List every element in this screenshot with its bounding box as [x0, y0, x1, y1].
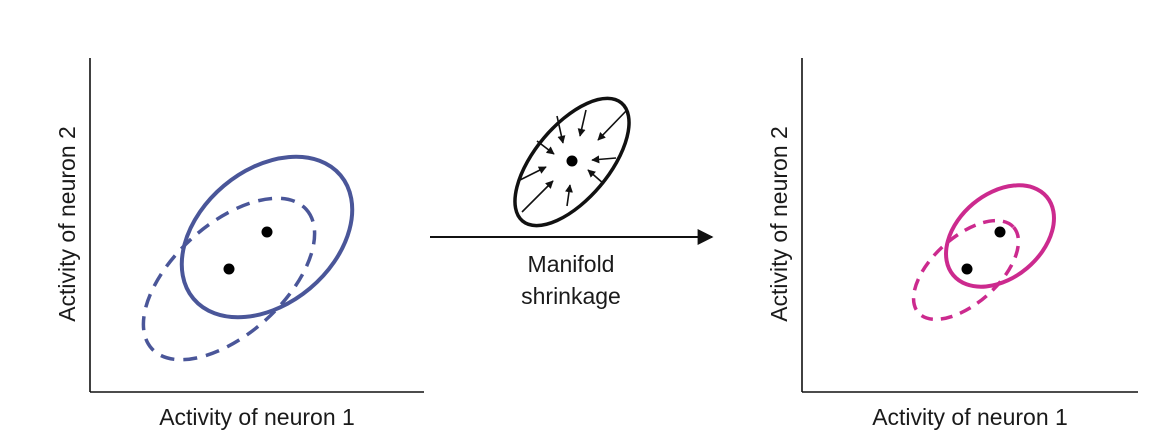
- left-axes: [89, 58, 424, 393]
- left-dashed-manifold: [141, 196, 317, 362]
- shrinkage-ellipse: [513, 96, 631, 228]
- right-panel: Activity of neuron 1 Activity of neuron …: [766, 58, 1138, 430]
- left-center-point-solid: [261, 226, 273, 238]
- shrinkage-center-point: [566, 155, 578, 167]
- inward-arrow: [577, 109, 587, 137]
- right-dashed-manifold: [911, 218, 1021, 322]
- inward-arrow: [565, 184, 573, 207]
- left-panel: Activity of neuron 1 Activity of neuron …: [54, 58, 424, 430]
- inward-arrow: [597, 109, 628, 141]
- inward-arrow: [587, 169, 605, 185]
- inward-arrow: [536, 140, 555, 155]
- right-center-point-dashed: [961, 263, 973, 275]
- transform-label-line2: shrinkage: [521, 283, 621, 309]
- transform-schematic: Manifold shrinkage: [430, 96, 714, 309]
- inward-arrow: [519, 166, 547, 181]
- inward-arrow: [521, 180, 554, 213]
- left-center-point-dashed: [223, 263, 235, 275]
- left-x-axis-title: Activity of neuron 1: [159, 404, 355, 430]
- left-y-axis-title: Activity of neuron 2: [54, 126, 80, 322]
- right-axes: [801, 58, 1138, 393]
- right-y-axis-title: Activity of neuron 2: [766, 126, 792, 322]
- right-solid-manifold: [944, 183, 1056, 289]
- right-center-point-solid: [994, 226, 1006, 238]
- inward-arrow: [591, 155, 617, 164]
- shrinkage-arrows: [519, 109, 628, 213]
- inward-arrow: [556, 115, 566, 144]
- right-x-axis-title: Activity of neuron 1: [872, 404, 1068, 430]
- left-solid-manifold: [179, 154, 355, 320]
- transform-label-line1: Manifold: [528, 251, 615, 277]
